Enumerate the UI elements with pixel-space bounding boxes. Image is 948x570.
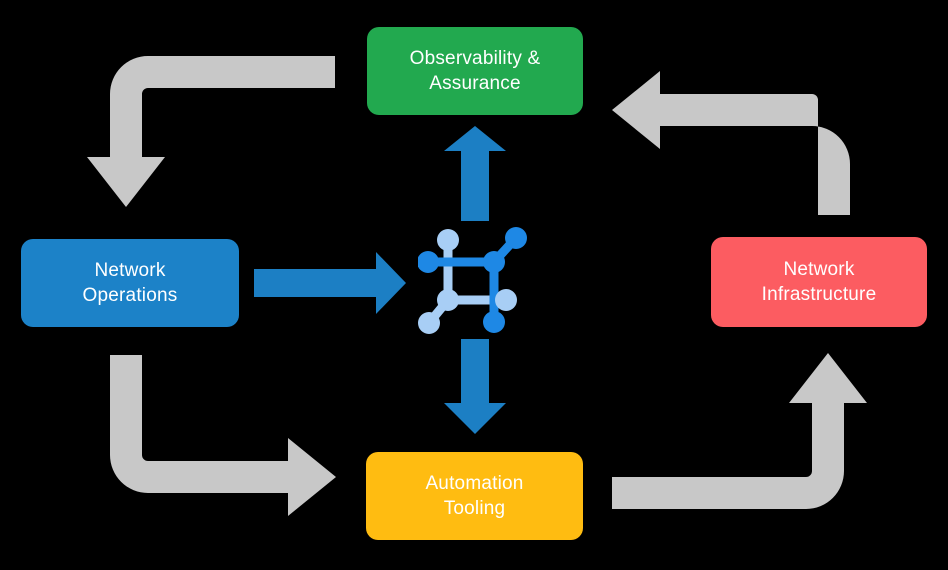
arrow-automation-to-infrastructure <box>612 353 867 509</box>
arrow-observability-to-operations <box>87 56 335 207</box>
node-box-network-operations[interactable]: Network Operations <box>21 239 239 327</box>
node-box-automation-tooling[interactable]: Automation Tooling <box>366 452 583 540</box>
network-topology-icon <box>418 227 527 334</box>
topology-light-nodes <box>418 229 517 334</box>
node-label-network-infrastructure: Network Infrastructure <box>761 258 877 305</box>
arrow-center-to-observability <box>444 126 506 221</box>
node-label-network-operations: Network Operations <box>82 259 178 306</box>
arrow-operations-to-center <box>254 252 406 314</box>
node-box-network-infrastructure[interactable]: Network Infrastructure <box>711 237 927 327</box>
arrow-center-to-automation <box>444 339 506 434</box>
node-label-automation-tooling: Automation Tooling <box>425 472 524 519</box>
node-box-observability-assurance[interactable]: Observability & Assurance <box>367 27 583 115</box>
topology-dark-nodes <box>418 227 527 333</box>
node-label-observability-assurance: Observability & Assurance <box>409 47 541 94</box>
arrow-operations-to-automation <box>110 355 336 516</box>
arrow-infrastructure-to-observability <box>612 71 850 215</box>
